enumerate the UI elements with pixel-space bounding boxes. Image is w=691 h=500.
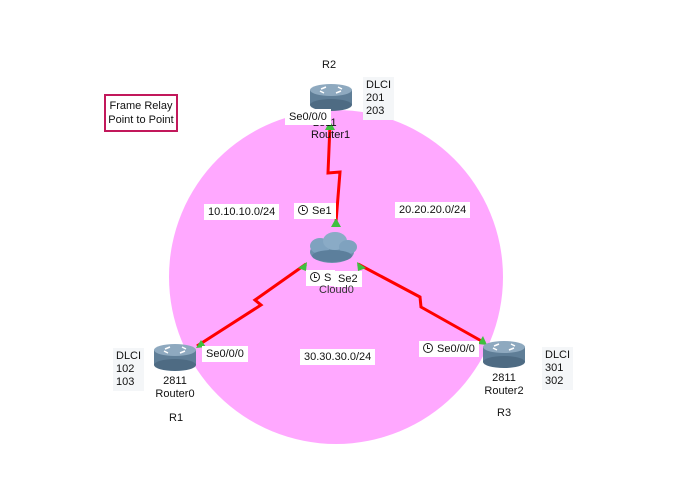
link-r3-cloud[interactable] bbox=[357, 262, 486, 345]
router-r3-name: R3 bbox=[497, 407, 512, 419]
cloud-port-se1: Se1 bbox=[294, 203, 336, 219]
endpoint-cloud-right bbox=[357, 262, 366, 271]
router-r2-name: R2 bbox=[322, 59, 337, 71]
cloud-label: Cloud0 bbox=[319, 284, 354, 296]
endpoint-cloud-top bbox=[331, 218, 341, 227]
endpoint-r3-side bbox=[478, 336, 487, 345]
router-r1-icon[interactable] bbox=[154, 344, 196, 371]
router-r2-label: Router1 bbox=[311, 129, 351, 141]
router-r3-dlci: DLCI 301 302 bbox=[542, 347, 574, 390]
frame-relay-cloud-icon[interactable] bbox=[310, 232, 357, 263]
cloud-port-se2: Se2 bbox=[334, 271, 362, 287]
router-r2-interface: Se0/0/0 bbox=[285, 109, 331, 125]
clock-icon bbox=[423, 343, 433, 353]
subnet-r2-r3: 20.20.20.0/24 bbox=[395, 202, 471, 218]
clock-icon bbox=[298, 205, 308, 215]
router-r3-caption: 2811 Router2 bbox=[484, 372, 524, 397]
clock-icon bbox=[310, 272, 320, 282]
subnet-r1-r3: 30.30.30.0/24 bbox=[300, 349, 376, 365]
endpoint-cloud-left bbox=[298, 262, 307, 271]
cloud-port-s: S bbox=[306, 270, 336, 286]
link-r2-cloud[interactable] bbox=[326, 124, 342, 223]
router-r1-caption: 2811 Router0 bbox=[155, 375, 195, 400]
note-line1: Frame Relay bbox=[109, 100, 173, 112]
note-line2: Point to Point bbox=[108, 114, 174, 126]
router-r3-interface: Se0/0/0 bbox=[419, 341, 479, 357]
router-r3-icon[interactable] bbox=[483, 341, 525, 368]
router-r1-name: R1 bbox=[169, 412, 184, 424]
router-r2-icon[interactable] bbox=[310, 84, 352, 111]
frame-relay-note: Frame Relay Point to Point bbox=[104, 94, 178, 132]
router-r2-dlci: DLCI 201 203 bbox=[363, 77, 395, 120]
endpoint-r2-side bbox=[325, 121, 335, 130]
subnet-r1-r2: 10.10.10.0/24 bbox=[204, 204, 280, 220]
router-r1-dlci: DLCI 102 103 bbox=[113, 348, 145, 391]
router-r1-interface: Se0/0/0 bbox=[202, 346, 248, 362]
link-r1-cloud[interactable] bbox=[196, 262, 307, 348]
